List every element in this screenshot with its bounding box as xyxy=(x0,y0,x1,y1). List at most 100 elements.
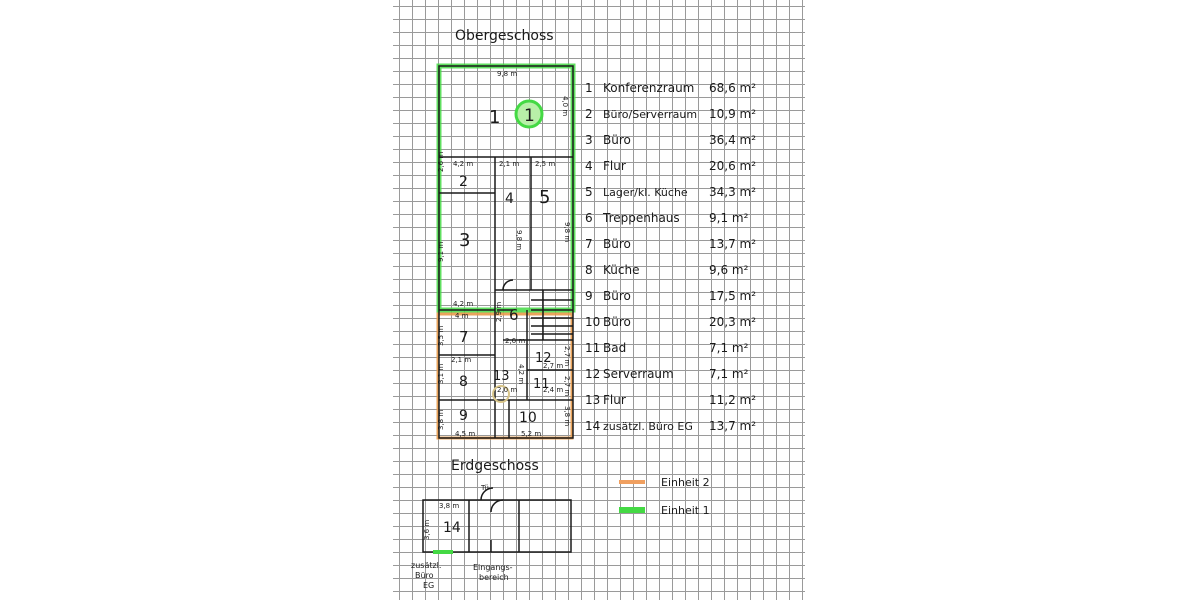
room-list-number: 11 xyxy=(585,341,600,355)
room-list-name: Büro xyxy=(603,289,631,303)
room-number-10: 10 xyxy=(519,410,537,426)
room-list-number: 2 xyxy=(585,107,593,121)
upper-floor-title: Obergeschoss xyxy=(455,28,554,44)
dim-room8-width: 2,1 m xyxy=(451,356,471,364)
ground-floor-walls xyxy=(422,487,572,553)
dim-room13-height: 4,2 m xyxy=(517,364,525,384)
room-list-area: 7,1 m² xyxy=(709,341,749,355)
room-list-name: Flur xyxy=(603,159,626,173)
room-number-11: 11 xyxy=(533,377,550,392)
dim-room3-height: 9,1 m xyxy=(437,242,445,262)
room-list-area: 20,3 m² xyxy=(709,315,756,329)
room-list-number: 12 xyxy=(585,367,600,381)
room-list-area: 34,3 m² xyxy=(709,185,756,199)
dim-room11-height: 2,7 m xyxy=(563,376,571,396)
room-number-2: 2 xyxy=(459,174,468,190)
room-list-number: 9 xyxy=(585,289,593,303)
room-list-row: 4 Flur 20,6 m² xyxy=(585,159,756,173)
room-number-13: 13 xyxy=(493,369,510,384)
room-list-name: Treppenhaus xyxy=(602,211,680,225)
room-number-4: 4 xyxy=(505,191,514,207)
dimension-labels: 9,8 m 4,0 m 4,2 m 2,6 m 2,1 m 2,5 m 9,8 … xyxy=(423,70,571,540)
dim-room7-top: 4 m xyxy=(455,312,469,320)
dim-room6-height: 2,9 m xyxy=(495,302,503,322)
room-number-9: 9 xyxy=(459,408,468,424)
zone-marker-number: 1 xyxy=(524,106,535,126)
room-list-area: 17,5 m² xyxy=(709,289,756,303)
unit2-marker-circle xyxy=(492,385,510,403)
room-list-name: Büro xyxy=(603,237,631,251)
room-number-7: 7 xyxy=(459,328,469,346)
ground-notes: zusätzl. Büro EG xyxy=(411,561,441,590)
room-list-name: Flur xyxy=(603,393,626,407)
ground-floor-title: Erdgeschoss xyxy=(451,458,539,474)
room-list-number: 13 xyxy=(585,393,600,407)
dim-room2-height: 2,6 m xyxy=(437,152,445,172)
floor-plan-drawing: Obergeschoss Erdgeschoss xyxy=(411,28,756,590)
dim-room12-height: 2,7 m xyxy=(563,346,571,366)
dim-room10-height: 3,8 m xyxy=(563,406,571,426)
room-number-1: 1 xyxy=(489,107,500,128)
room-list-area: 68,6 m² xyxy=(709,81,756,95)
dim-room1-right: 4,0 m xyxy=(561,96,569,116)
room-list-number: 10 xyxy=(585,315,600,329)
door-label: Tü xyxy=(480,484,489,492)
graph-paper-sheet: Obergeschoss Erdgeschoss xyxy=(393,0,805,600)
dim-room4-width: 2,1 m xyxy=(499,160,519,168)
room-list-name: Bad xyxy=(603,341,626,355)
room-number-14: 14 xyxy=(443,520,461,536)
legend-label-unit2: Einheit 2 xyxy=(661,476,710,489)
note-left-1: zusätzl. xyxy=(411,561,441,570)
dim-room5-width: 2,5 m xyxy=(535,160,555,168)
room-list-name: Lager/kl. Küche xyxy=(603,186,688,199)
dim-room14-width: 3,8 m xyxy=(439,502,459,510)
dim-room11-width: 2,4 m xyxy=(543,386,563,394)
room-list-area: 9,6 m² xyxy=(709,263,749,277)
room-list-area: 20,6 m² xyxy=(709,159,756,173)
room-list-name: Serverraum xyxy=(603,367,674,381)
room-number-12: 12 xyxy=(535,351,552,366)
dim-room5-height: 9,8 m xyxy=(563,222,571,242)
room-list-name: Büro xyxy=(603,133,631,147)
room-list-area: 9,1 m² xyxy=(709,211,749,225)
dim-room8-height: 3,1 m xyxy=(437,364,445,384)
note-entrance-1: Eingangs- xyxy=(473,563,513,572)
zone-marker-circle xyxy=(514,99,544,129)
dim-room4-height: 9,8 m xyxy=(515,230,523,250)
room-list-number: 6 xyxy=(585,211,593,225)
dim-room9-height: 3,8 m xyxy=(437,410,445,430)
room-list-area: 7,1 m² xyxy=(709,367,749,381)
dim-stair-width: 2,6 m xyxy=(505,337,525,345)
legend: Einheit 2 Einheit 1 xyxy=(619,476,710,517)
dim-room2-width: 4,2 m xyxy=(453,160,473,168)
room-list-number: 1 xyxy=(585,81,593,95)
room-list-number: 8 xyxy=(585,263,593,277)
room-list-number: 14 xyxy=(585,419,600,433)
legend-label-unit1: Einheit 1 xyxy=(661,504,710,517)
room-number-labels: 1 2 3 4 5 6 7 8 9 10 11 12 13 14 xyxy=(443,107,552,536)
dim-room3-bottom: 4,2 m xyxy=(453,300,473,308)
dim-room12-width: 2,7 m xyxy=(543,362,563,370)
room-number-3: 3 xyxy=(459,230,470,251)
room-number-8: 8 xyxy=(459,374,468,390)
room-list-area: 10,9 m² xyxy=(709,107,756,121)
note-entrance-2: bereich xyxy=(479,573,509,582)
room-number-6: 6 xyxy=(509,306,519,324)
room-list-number: 4 xyxy=(585,159,593,173)
room-list-row: 9 Büro 17,5 m² xyxy=(585,289,756,303)
entrance-notes: Eingangs- bereich xyxy=(473,563,513,582)
room-list-area: 11,2 m² xyxy=(709,393,756,407)
dim-room10-width: 5,2 m xyxy=(521,430,541,438)
